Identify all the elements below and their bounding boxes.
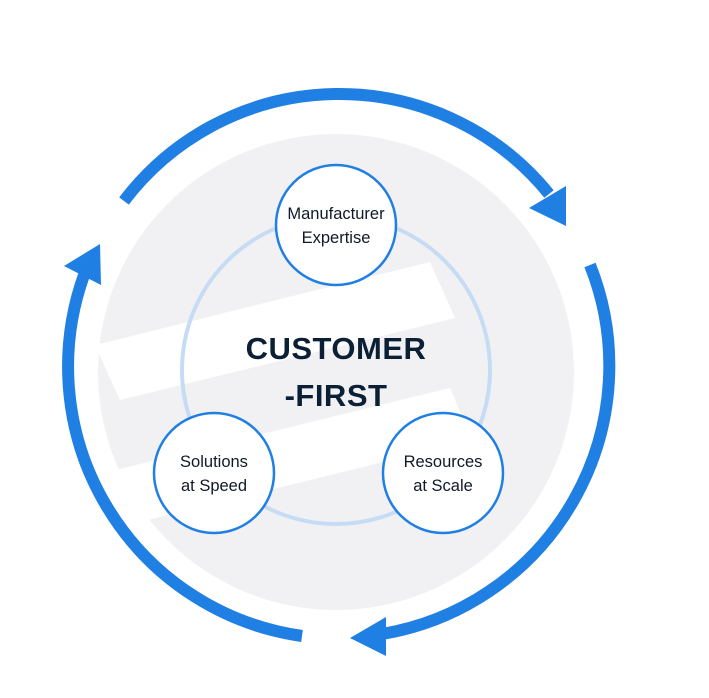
- arrow-arc-right: [381, 262, 616, 640]
- center-title-line-2: -FIRST: [285, 378, 388, 413]
- center-title: CUSTOMER -FIRST: [246, 331, 427, 413]
- arrowhead-bottom: [350, 617, 386, 656]
- node-circle: [381, 411, 505, 535]
- node-circle: [152, 411, 276, 535]
- node-label-line-1: Resources: [404, 453, 483, 471]
- cycle-arrows: [62, 88, 616, 642]
- node-manufacturer-expertise: Manufacturer Expertise: [274, 163, 398, 287]
- arrow-arc-left: [62, 272, 303, 642]
- watermark-stripe-upper: [95, 262, 455, 400]
- node-label-line-1: Manufacturer: [287, 205, 385, 223]
- node-resources-at-scale: Resources at Scale: [381, 411, 505, 535]
- arrowhead-left: [64, 244, 101, 285]
- node-label-line-2: at Speed: [181, 477, 247, 495]
- arrowheads: [64, 186, 566, 656]
- arrowhead-top-right: [529, 186, 566, 226]
- node-label-line-2: at Scale: [413, 477, 473, 495]
- center-title-line-1: CUSTOMER: [246, 331, 427, 366]
- arrow-arc-top: [119, 88, 554, 205]
- node-circle: [274, 163, 398, 287]
- node-solutions-at-speed: Solutions at Speed: [152, 411, 276, 535]
- node-label-line-1: Solutions: [180, 453, 248, 471]
- node-label-line-2: Expertise: [302, 229, 371, 247]
